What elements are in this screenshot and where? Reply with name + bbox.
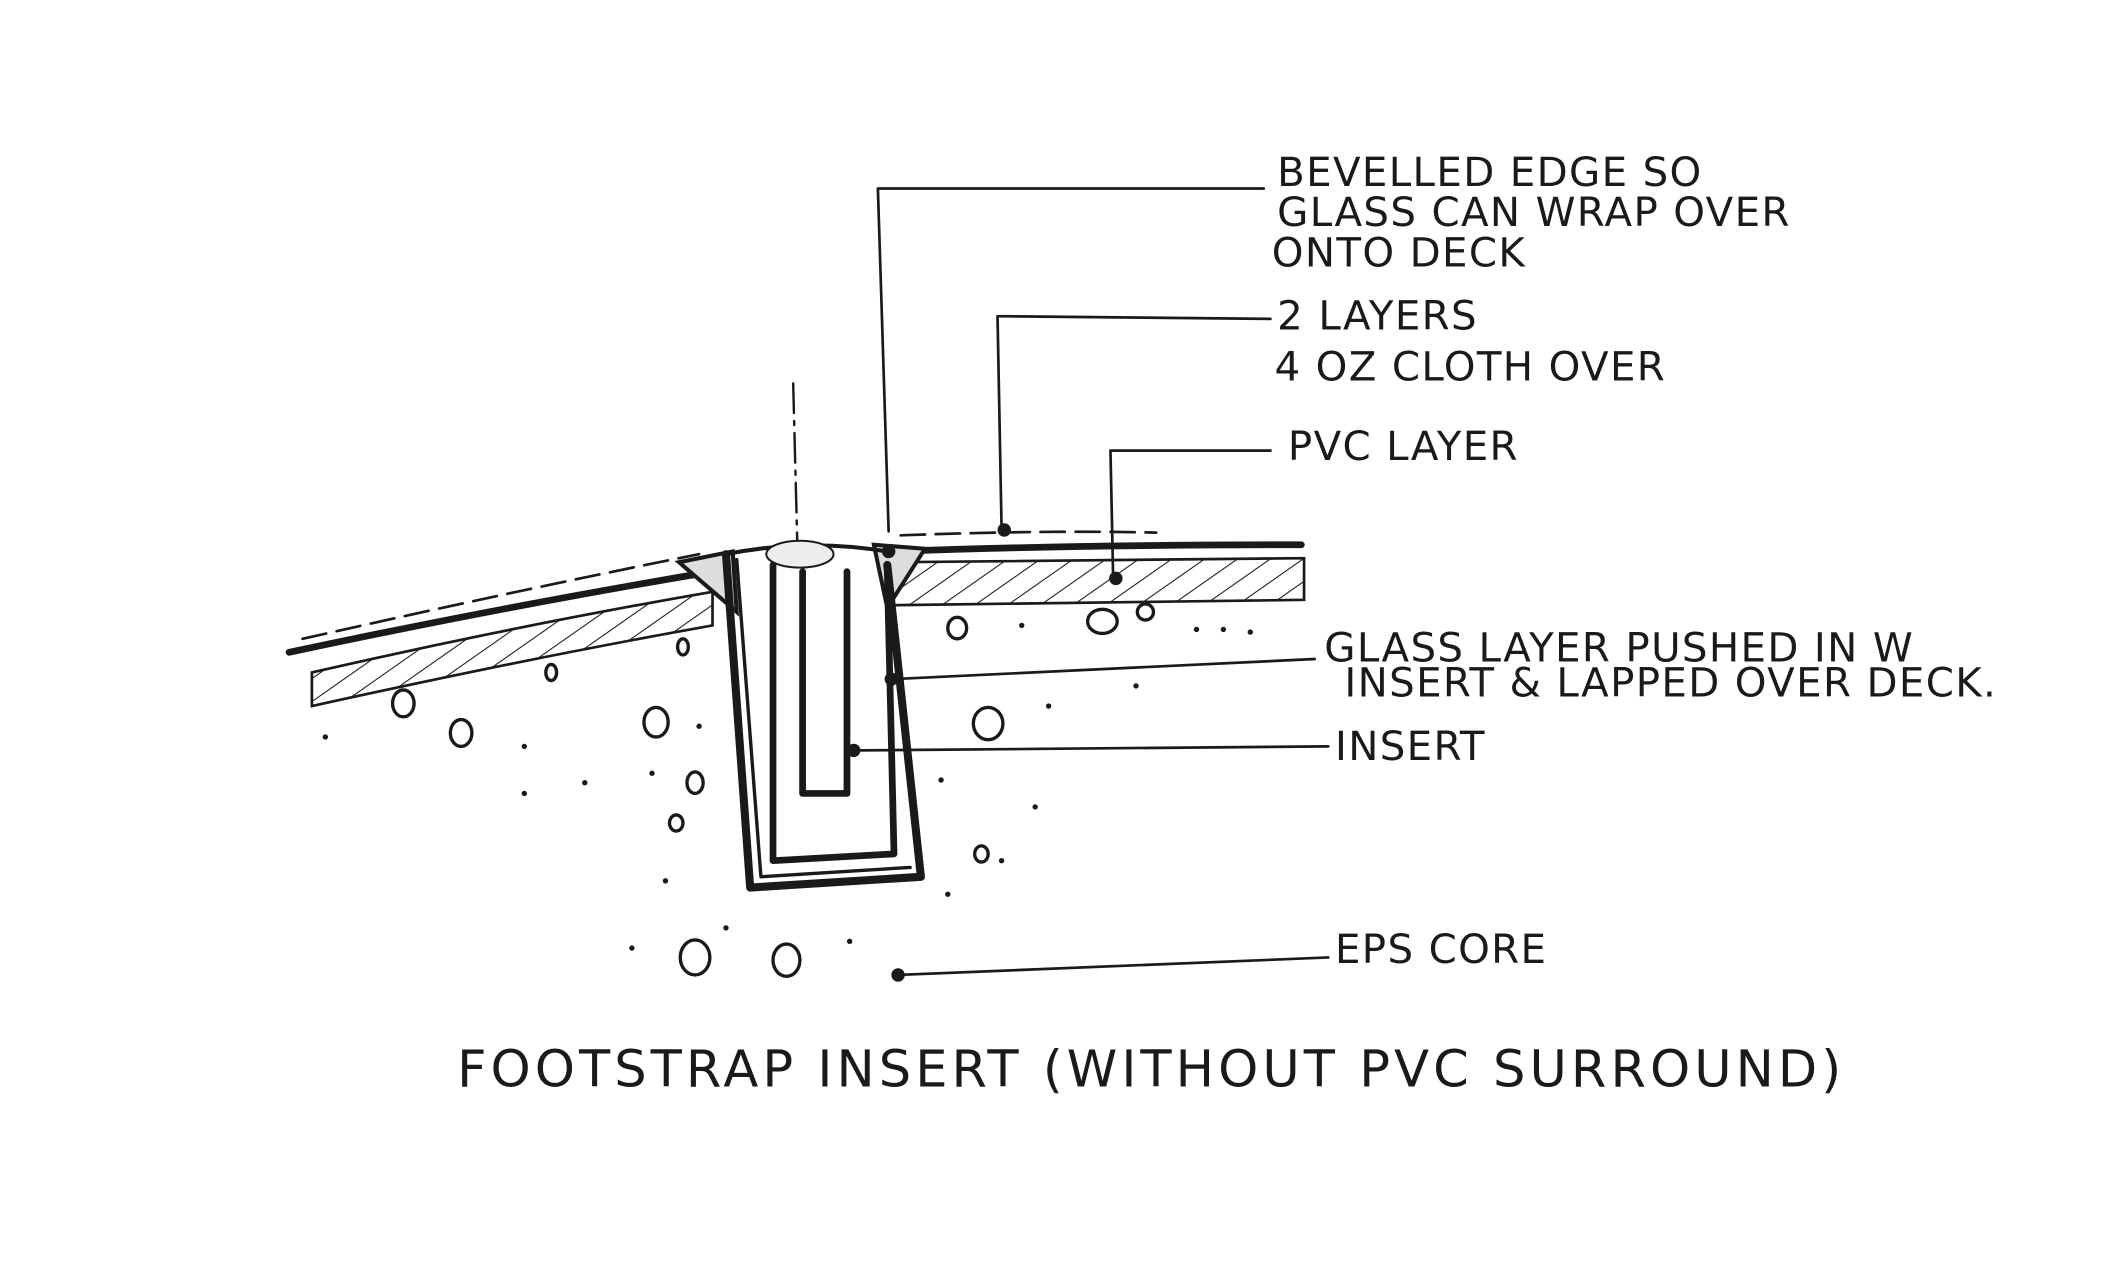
label-layers: 2 LAYERS 4 OZ CLOTH OVER: [1274, 293, 1666, 391]
centerline: [791, 382, 799, 542]
label-eps-core: EPS CORE: [1335, 926, 1547, 973]
label-insert: INSERT: [1335, 723, 1486, 770]
diagram-title: FOOTSTRAP INSERT (WITHOUT PVC SURROUND): [457, 1041, 1845, 1100]
leader-dots: [846, 523, 1123, 982]
leader-lines: [852, 187, 1330, 977]
eps-core-bubbles: [390, 602, 1156, 978]
deck-surface-right: [888, 530, 1306, 607]
pvc-layer-right: [888, 556, 1306, 607]
insert: [721, 539, 925, 892]
eps-core-dots: [322, 622, 1253, 951]
deck-surface-left: [285, 552, 716, 708]
label-bevelled-edge: BEVELLED EDGE SO GLASS CAN WRAP OVER ONT…: [1272, 149, 1805, 277]
bevelled-edge-left: [674, 549, 740, 617]
label-glass-layer: GLASS LAYER PUSHED IN W INSERT & LAPPED …: [1324, 625, 1997, 707]
label-pvc-layer: PVC LAYER: [1288, 423, 1519, 470]
pvc-layer-left: [310, 590, 714, 708]
